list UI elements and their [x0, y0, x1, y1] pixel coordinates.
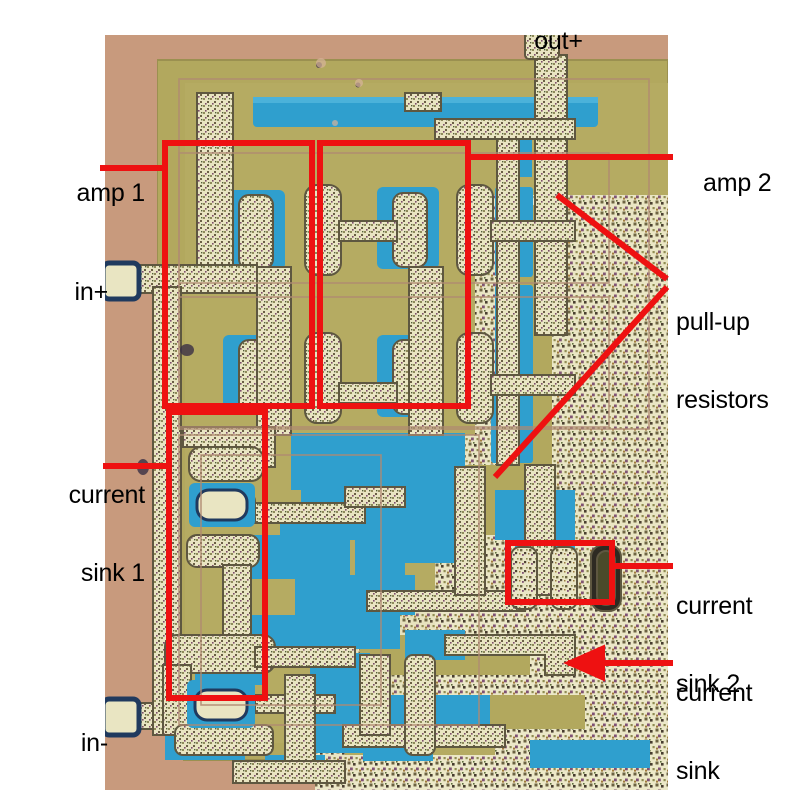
label-in-plus-text: in+ [74, 278, 109, 306]
die-micrograph [105, 35, 668, 790]
leader-pull-up-upper [555, 192, 669, 282]
box-amp-1 [162, 140, 315, 409]
label-current-sink-resistors-line-1: current [676, 679, 753, 707]
label-current-sink-resistors-line-2: sink [676, 757, 720, 785]
label-out-plus-text: out+ [534, 27, 583, 55]
leader-pull-up-lower [492, 284, 670, 480]
label-amp-1-text: amp 1 [76, 179, 146, 207]
label-in-minus-text: in- [80, 729, 108, 757]
label-current-sink-2-line-1: current [676, 592, 753, 620]
label-current-sink-resistors: current sink resistors [676, 628, 797, 803]
label-in-minus: in- [10, 704, 108, 782]
label-out-plus: out+ [460, 2, 630, 80]
label-pull-up-resistors-line-2: resistors [676, 386, 769, 414]
label-current-sink-1: current sink 1 [10, 430, 146, 638]
label-current-sink-2-line-2: sink 2 [676, 670, 741, 698]
label-amp-2: amp 2 [676, 144, 796, 222]
label-current-sink-1-line-1: current [68, 481, 146, 509]
label-pull-up-resistors: pull-up resistors [676, 257, 797, 465]
label-pull-up-resistors-line-1: pull-up [676, 308, 750, 336]
box-current-sink-1 [166, 409, 268, 701]
label-current-sink-2: current sink 2 [676, 541, 797, 749]
label-amp-2-text: amp 2 [702, 169, 772, 197]
label-amp-1: amp 1 [10, 154, 146, 232]
box-amp-2 [317, 140, 471, 409]
label-in-plus: in+ [10, 253, 109, 331]
label-current-sink-1-line-2: sink 1 [80, 559, 145, 587]
box-current-sink-2 [505, 540, 615, 605]
